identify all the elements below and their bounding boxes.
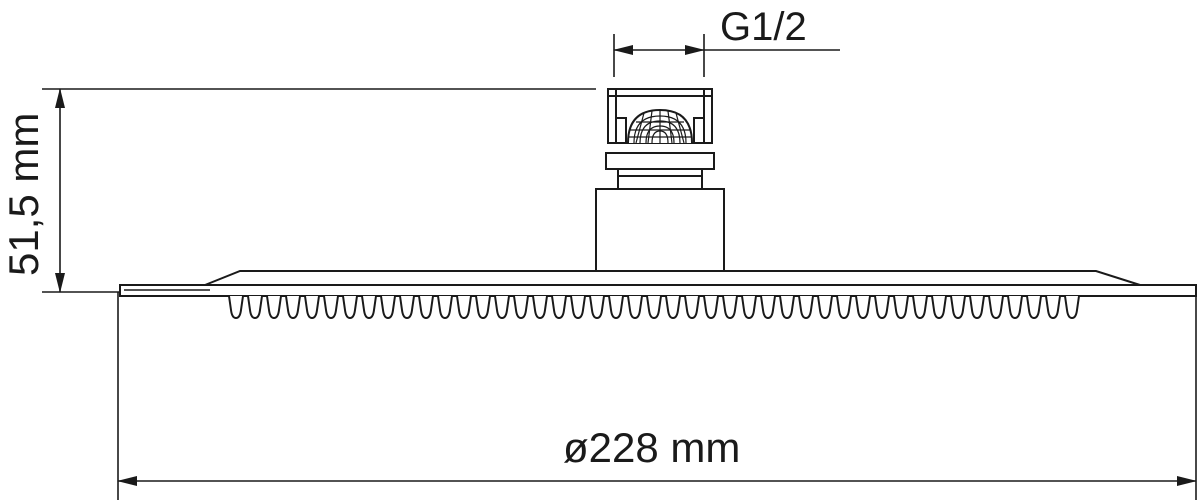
nozzle <box>684 295 700 320</box>
nozzle <box>361 295 377 320</box>
nozzle <box>817 295 833 320</box>
nozzle <box>969 295 985 320</box>
nozzle <box>1064 295 1080 320</box>
nozzle <box>494 295 510 320</box>
nozzle <box>893 295 909 320</box>
height-label: 51,5 mm <box>0 113 47 276</box>
nozzle <box>703 295 719 320</box>
nozzle <box>513 295 529 320</box>
nozzle <box>665 295 681 320</box>
nozzle <box>247 295 263 320</box>
nozzle <box>798 295 814 320</box>
thread-dimension <box>613 34 840 77</box>
nozzle <box>475 295 491 320</box>
washer <box>605 152 715 170</box>
plate-body <box>119 284 1197 297</box>
nozzle <box>874 295 890 320</box>
nozzle <box>285 295 301 320</box>
stem <box>595 188 725 272</box>
nozzle <box>608 295 624 320</box>
nozzle <box>722 295 738 320</box>
nozzle <box>779 295 795 320</box>
nozzle <box>380 295 396 320</box>
nozzle <box>855 295 871 320</box>
nozzle <box>570 295 586 320</box>
nozzle <box>760 295 776 320</box>
nozzle <box>1007 295 1023 320</box>
shower-arm-connector <box>595 88 725 272</box>
nozzle <box>1045 295 1061 320</box>
nozzle <box>836 295 852 320</box>
nozzle <box>323 295 339 320</box>
thread-label: G1/2 <box>720 5 807 49</box>
collar <box>617 168 703 190</box>
plate-top-bevel <box>204 270 1141 286</box>
diameter-dimension <box>117 292 1197 500</box>
nozzle <box>1026 295 1042 320</box>
hex-nut-thread-edge <box>616 117 627 143</box>
nozzle <box>931 295 947 320</box>
nozzle <box>988 295 1004 320</box>
height-dimension <box>42 88 596 293</box>
nozzle <box>627 295 643 320</box>
nozzle <box>399 295 415 320</box>
nozzle <box>342 295 358 320</box>
nozzle <box>551 295 567 320</box>
nozzle <box>532 295 548 320</box>
nozzle <box>646 295 662 320</box>
nozzle <box>456 295 472 320</box>
nozzle <box>418 295 434 320</box>
nozzle <box>437 295 453 320</box>
nozzle <box>589 295 605 320</box>
nozzle <box>228 295 244 320</box>
nozzle-row <box>228 295 1080 320</box>
nozzle <box>741 295 757 320</box>
nozzle <box>266 295 282 320</box>
hex-nut-thread-edge-right <box>693 117 704 143</box>
nozzle <box>304 295 320 320</box>
diameter-label: ø228 mm <box>563 424 740 471</box>
nozzle <box>950 295 966 320</box>
shower-head-plate <box>119 270 1197 297</box>
filter-mesh <box>627 108 693 144</box>
nozzle <box>912 295 928 320</box>
